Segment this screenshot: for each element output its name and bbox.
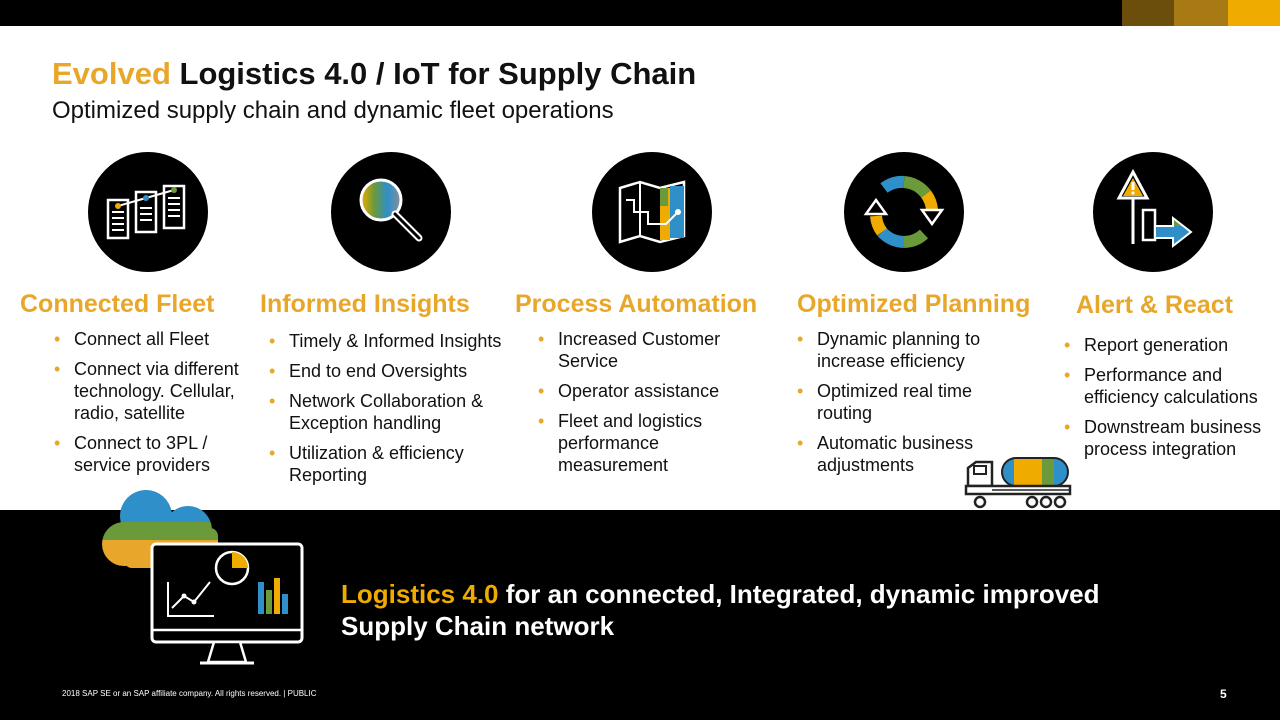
fleet-tablets-icon (88, 152, 208, 272)
column-title-process-automation: Process Automation (515, 290, 758, 318)
page-number: 5 (1220, 687, 1227, 701)
slide-subtitle: Optimized supply chain and dynamic fleet… (52, 97, 614, 124)
column-title-connected-fleet: Connected Fleet (20, 290, 215, 318)
list-item: Connect to 3PL / service providers (54, 432, 254, 476)
title-accent: Evolved (52, 56, 171, 91)
list-item: Downstream business process integration (1064, 416, 1276, 460)
tagline-rest: for an connected, Integrated, dynamic im… (341, 579, 1100, 641)
truck-icon (964, 457, 1072, 509)
refresh-cycle-icon (844, 152, 964, 272)
list-item: Operator assistance (538, 380, 748, 402)
top-bar-swatch-dark (1122, 0, 1174, 26)
alert-sign-icon (1093, 152, 1213, 272)
magnifier-icon (331, 152, 451, 272)
list-item: Report generation (1064, 334, 1276, 356)
column-title-alert-react: Alert & React (1076, 291, 1233, 319)
bullet-list-informed-insights: Timely & Informed Insights End to end Ov… (269, 330, 509, 494)
bullet-list-optimized-planning: Dynamic planning to increase efficiency … (797, 328, 1007, 484)
list-item: Connect via different technology. Cellul… (54, 358, 254, 424)
list-item: Utilization & efficiency Reporting (269, 442, 509, 486)
column-title-optimized-planning: Optimized Planning (797, 290, 1031, 318)
map-route-icon (592, 152, 712, 272)
list-item: Optimized real time routing (797, 380, 1007, 424)
list-item: Network Collaboration & Exception handli… (269, 390, 509, 434)
list-item: Automatic business adjustments (797, 432, 1007, 476)
bullet-list-connected-fleet: Connect all Fleet Connect via different … (54, 328, 254, 484)
list-item: Increased Customer Service (538, 328, 748, 372)
list-item: Fleet and logistics performance measurem… (538, 410, 748, 476)
top-bar-swatch-mid (1174, 0, 1228, 26)
footer-copyright: 2018 SAP SE or an SAP affiliate company.… (62, 689, 317, 698)
top-bar (0, 0, 1280, 26)
monitor-icon (150, 542, 304, 665)
banner-tagline: Logistics 4.0 for an connected, Integrat… (341, 578, 1161, 642)
title-rest: Logistics 4.0 / IoT for Supply Chain (170, 56, 697, 91)
tagline-accent: Logistics 4.0 (341, 579, 499, 609)
list-item: Connect all Fleet (54, 328, 254, 350)
top-bar-swatch-light (1228, 0, 1280, 26)
list-item: Performance and efficiency calculations (1064, 364, 1276, 408)
list-item: End to end Oversights (269, 360, 509, 382)
slide-title: Evolved Logistics 4.0 / IoT for Supply C… (52, 56, 696, 92)
list-item: Timely & Informed Insights (269, 330, 509, 352)
bullet-list-alert-react: Report generation Performance and effici… (1064, 334, 1276, 468)
bullet-list-process-automation: Increased Customer Service Operator assi… (538, 328, 748, 484)
list-item: Dynamic planning to increase efficiency (797, 328, 1007, 372)
column-title-informed-insights: Informed Insights (260, 290, 470, 318)
